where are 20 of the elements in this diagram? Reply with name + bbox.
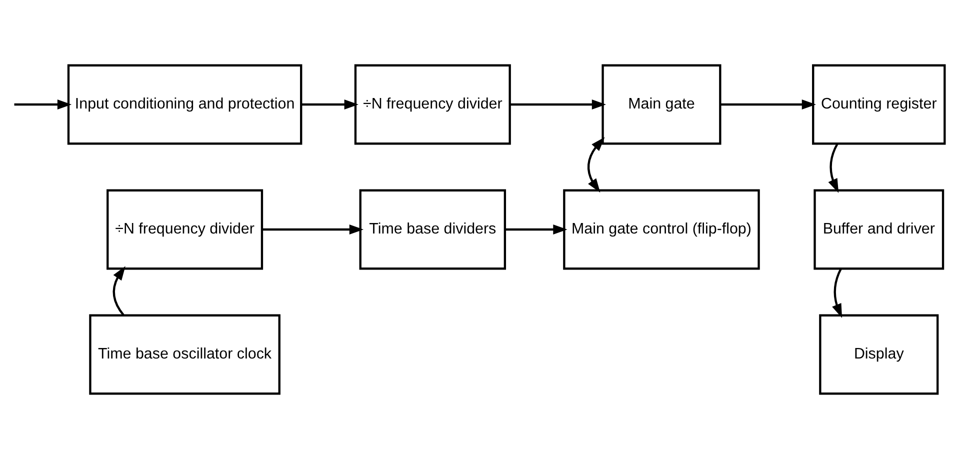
arrow: [504, 224, 567, 234]
arrow: [112, 266, 125, 316]
arrow: [720, 100, 816, 110]
arrow: [300, 100, 358, 110]
node-box: Main gate: [601, 64, 721, 145]
arrow: [509, 100, 606, 110]
node-box: Time base oscillator clock: [88, 314, 280, 395]
arrow: [14, 100, 72, 110]
arrow: [828, 143, 838, 193]
node-box: Buffer and driver: [813, 189, 944, 270]
node-box: Input conditioning and protection: [66, 64, 302, 145]
node-box: Counting register: [812, 64, 946, 145]
node-box: ÷N frequency divider: [106, 189, 263, 270]
node-box: Time base dividers: [358, 189, 506, 270]
arrow: [262, 224, 364, 234]
arrow: [586, 137, 604, 193]
node-box: ÷N frequency divider: [354, 64, 510, 145]
node-box: Display: [818, 314, 938, 395]
arrow: [832, 268, 842, 318]
node-box: Main gate control (flip-flop): [562, 189, 760, 270]
